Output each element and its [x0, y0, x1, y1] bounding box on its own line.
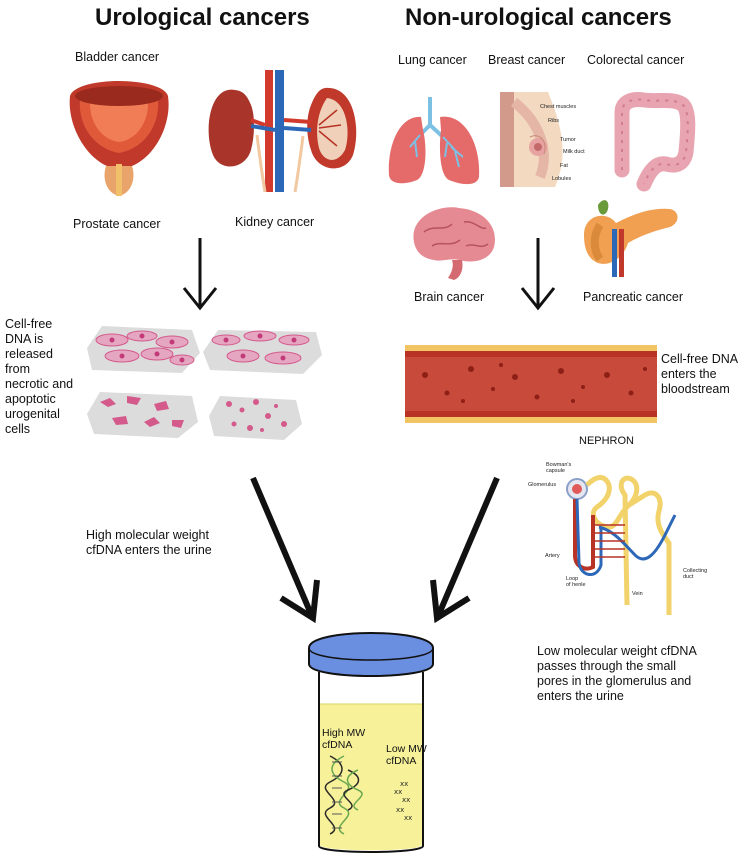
- high-mw-arrow: [250, 476, 320, 624]
- cell-tissue-3: [87, 392, 198, 438]
- lung-label: Lung cancer: [398, 53, 467, 67]
- brain-illustration: [413, 207, 495, 280]
- svg-text:xx: xx: [396, 806, 404, 814]
- kidney-label: Kidney cancer: [235, 215, 315, 229]
- colorectal-label: Colorectal cancer: [587, 53, 685, 67]
- breast-label-lobules: Lobules: [552, 176, 572, 182]
- urological-down-arrow: [182, 238, 218, 311]
- svg-text:xx: xx: [404, 814, 412, 822]
- nephron-label-loop: Loop of henle: [566, 576, 586, 588]
- cell-tissue-1: [87, 326, 200, 373]
- breast-label-tumor: Tumor: [560, 137, 576, 143]
- breast-label-milk-duct: Milk duct: [563, 149, 585, 155]
- non-urological-down-arrow: [520, 238, 556, 311]
- colorectal-illustration: [614, 92, 696, 192]
- nephron-label-bowman: Bowman's capsule: [546, 462, 572, 474]
- breast-label-fat: Fat: [560, 163, 568, 169]
- low-mw-arrow: [430, 476, 500, 624]
- low-mw-container-label: Low MW cfDNA: [386, 743, 427, 767]
- nephron-label-collecting: Collecting duct: [683, 568, 708, 580]
- low-mw-text: Low molecular weight cfDNA passes throug…: [537, 644, 697, 703]
- prostate-label: Prostate cancer: [73, 217, 161, 231]
- bladder-label: Bladder cancer: [75, 50, 160, 64]
- bloodstream-text: Cell-free DNA enters the bloodstream: [661, 352, 739, 396]
- nephron-label-artery: Artery: [545, 553, 560, 559]
- urological-heading: Urological cancers: [95, 4, 310, 31]
- pancreatic-label: Pancreatic cancer: [583, 290, 684, 304]
- nephron-label-vein: Vein: [632, 591, 643, 597]
- lung-illustration: [388, 97, 480, 185]
- pancreas-illustration: [584, 200, 678, 277]
- nephron-label-glomerulus: Glomerulus: [528, 482, 557, 488]
- brain-label: Brain cancer: [414, 290, 485, 304]
- low-mw-dna-icon: xx xx xx xx xx: [394, 780, 412, 822]
- breast-label-ribs: Ribs: [548, 118, 560, 124]
- breast-label: Breast cancer: [488, 53, 566, 67]
- nephron-illustration: [566, 475, 677, 615]
- non-urological-heading: Non-urological cancers: [405, 4, 672, 31]
- high-mw-container-label: High MW cfDNA: [322, 727, 366, 751]
- cell-tissue-2: [203, 330, 322, 374]
- bladder-illustration: [69, 81, 169, 196]
- nephron-title: NEPHRON: [579, 435, 635, 447]
- svg-text:xx: xx: [394, 788, 402, 796]
- high-mw-text: High molecular weight cfDNA enters the u…: [86, 528, 212, 557]
- svg-text:xx: xx: [400, 780, 408, 788]
- breast-illustration: [500, 92, 563, 187]
- svg-text:xx: xx: [402, 796, 410, 804]
- cell-tissue-4: [209, 396, 302, 440]
- high-mw-dna-icon: [324, 755, 363, 835]
- cfdna-release-text: Cell-free DNA is released from necrotic …: [5, 317, 74, 436]
- kidney-illustration: [208, 70, 357, 193]
- blood-vessel-illustration: [405, 345, 657, 423]
- breast-label-chest-muscles: Chest muscles: [540, 104, 577, 110]
- urine-container: [308, 632, 434, 853]
